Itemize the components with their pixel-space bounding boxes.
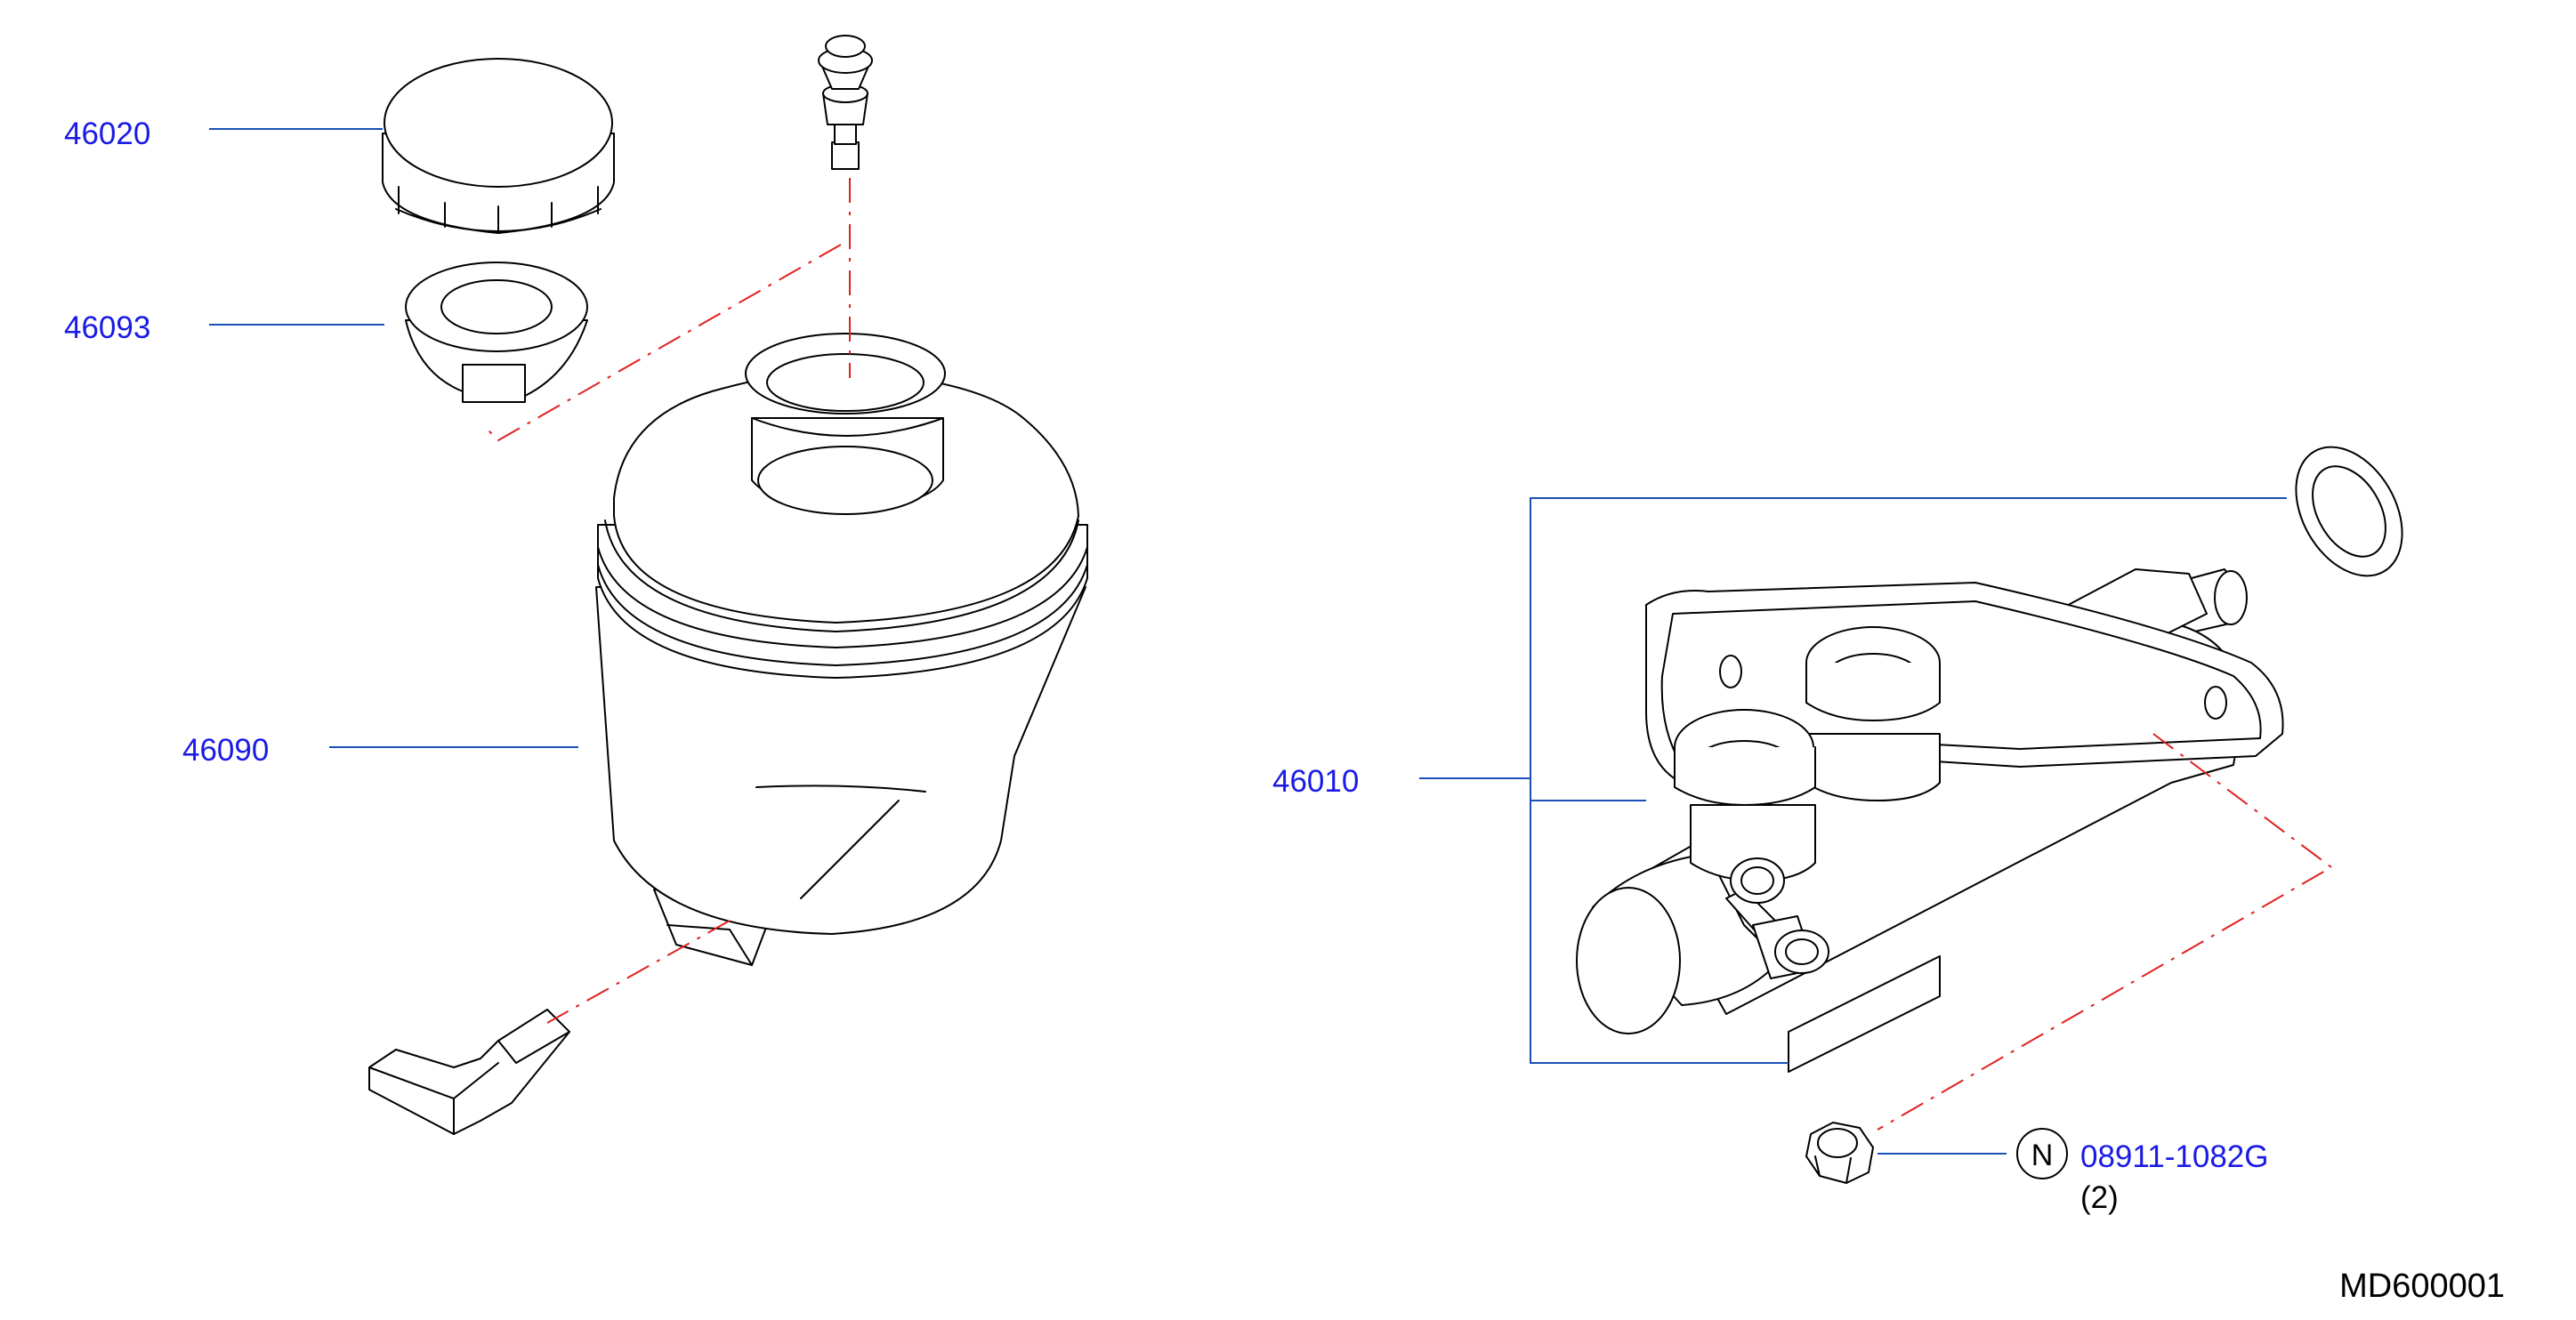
part-number-46093[interactable]: 46093 — [64, 310, 150, 345]
strainer-drawing — [405, 262, 588, 403]
reservoir-seal-drawing — [368, 1009, 570, 1135]
leader-46010 — [1419, 497, 2287, 1064]
n-symbol-circle — [2016, 1128, 2068, 1179]
nut-drawing — [1805, 1122, 1874, 1184]
reservoir-cap-drawing — [382, 58, 615, 234]
part-number-46020[interactable]: 46020 — [64, 117, 150, 151]
part-number-nut[interactable]: 08911-1082G — [2080, 1139, 2268, 1174]
diagram-code: MD600001 — [2339, 1268, 2505, 1305]
n-symbol: N — [2031, 1139, 2054, 1172]
part-number-46090[interactable]: 46090 — [182, 733, 269, 768]
part-number-46010[interactable]: 46010 — [1272, 764, 1359, 799]
center-lines — [484, 178, 2333, 1131]
reservoir-drawing — [595, 333, 1088, 966]
nut-quantity: (2) — [2080, 1180, 2119, 1215]
master-cylinder-drawing — [1576, 568, 2284, 1073]
gasket-drawing — [2295, 446, 2403, 577]
level-sensor-plug-drawing — [818, 35, 873, 170]
